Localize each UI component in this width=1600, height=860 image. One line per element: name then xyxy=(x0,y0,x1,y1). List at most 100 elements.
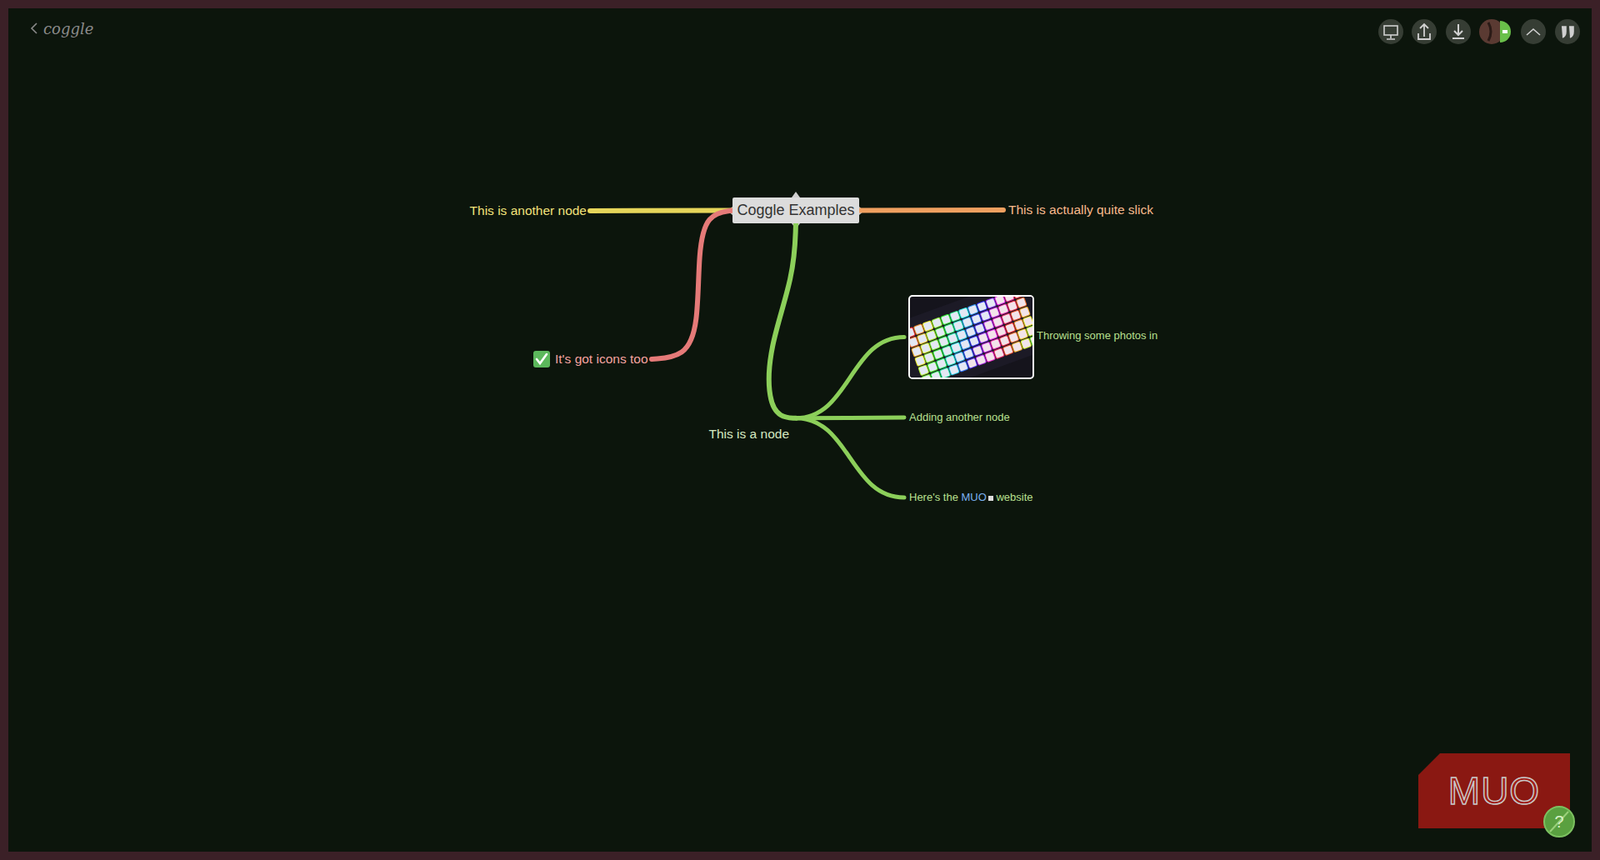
help-symbol: ? xyxy=(1544,806,1575,837)
keyboard-key xyxy=(984,320,995,330)
presence-indicator xyxy=(1500,20,1511,43)
keyboard-key xyxy=(980,310,991,321)
key-backlight xyxy=(1015,296,1028,309)
keyboard-key xyxy=(930,371,941,378)
keyboard-key xyxy=(1030,335,1033,346)
root-handle xyxy=(791,191,800,198)
keyboard-key xyxy=(914,324,925,335)
keyboard-key xyxy=(945,355,956,366)
link-text: MUO xyxy=(958,490,994,504)
branch-topic: This is actually quite slick xyxy=(1003,200,1162,220)
branch-line xyxy=(651,210,733,360)
keyboard-key xyxy=(1003,345,1014,355)
keyboard-photo xyxy=(885,272,1060,399)
keyboard-key xyxy=(1004,296,1015,302)
keyboard-key xyxy=(930,340,940,350)
keyboard-key xyxy=(1021,339,1032,350)
app-logo: coggle xyxy=(43,17,110,40)
keyboard-key xyxy=(964,349,975,360)
branch-line xyxy=(590,208,733,215)
keyboard-key xyxy=(978,333,989,344)
presence-indicator xyxy=(1502,30,1508,34)
keyboard-key xyxy=(972,345,983,356)
keyboard-key xyxy=(940,368,950,378)
keyboard-key xyxy=(942,345,953,356)
branch-topic: It's got icons too xyxy=(551,349,652,370)
keyboard-key xyxy=(996,326,1007,337)
check-mark xyxy=(536,354,547,364)
present-icon xyxy=(1386,35,1395,40)
keyboard-key xyxy=(968,305,979,315)
topic-text: Adding another node xyxy=(909,410,1010,425)
branch-line xyxy=(795,337,905,419)
user-avatar xyxy=(1488,22,1491,41)
branch-topic: This is a node xyxy=(706,416,796,447)
keyboard-key xyxy=(971,314,982,325)
branch-topic: This is another node xyxy=(463,200,590,221)
keyboard-key xyxy=(981,342,992,353)
keyboard-key xyxy=(995,296,1005,305)
keyboard-key xyxy=(910,337,919,348)
keyboard-key xyxy=(993,317,1004,328)
keyboard-key xyxy=(936,359,947,370)
branch-line xyxy=(769,223,796,419)
toolbar-button xyxy=(1555,19,1580,45)
keyboard-body xyxy=(910,296,1033,378)
keyboard-key xyxy=(924,352,935,363)
toolbar xyxy=(1378,19,1580,45)
keyboard-key xyxy=(1000,335,1010,346)
keyboard-key xyxy=(990,339,1001,350)
collapse-icon xyxy=(1526,29,1540,35)
keyboard-key xyxy=(944,324,955,335)
keyboard-key xyxy=(1014,320,1025,330)
sub-topic: Here's the MUO website xyxy=(904,488,1046,507)
branch-line xyxy=(795,418,905,498)
keyboard-key xyxy=(915,355,925,366)
keyboard-key xyxy=(922,375,933,378)
topic-text: It's got icons too xyxy=(555,351,649,368)
keyboard-key xyxy=(955,352,965,363)
topic-text: Here's the MUO website xyxy=(909,490,1034,505)
keyboard-key xyxy=(967,358,978,369)
image-topic: Throwing some photos in xyxy=(904,294,1188,380)
keyboard-key xyxy=(990,307,1000,318)
word: website xyxy=(993,490,1034,504)
toolbar-button xyxy=(1411,19,1437,45)
keyboard-key xyxy=(965,326,976,337)
share-icon xyxy=(1418,24,1430,40)
check-icon xyxy=(533,350,550,368)
toolbar-button xyxy=(1520,19,1546,45)
keyboard-key xyxy=(956,330,967,340)
keyboard-key xyxy=(949,365,960,375)
branch-line xyxy=(859,207,1004,214)
topic-text: This is a node xyxy=(709,426,790,443)
topic-text: Coggle Examples xyxy=(736,201,855,220)
topic-text: Throwing some photos in xyxy=(1036,329,1158,343)
check-box xyxy=(533,350,550,368)
back-chevron xyxy=(31,23,37,34)
keyboard-key xyxy=(948,333,959,344)
keyboard-key xyxy=(987,330,998,340)
keyboard-key xyxy=(911,346,922,357)
keyboard-key xyxy=(1013,296,1024,299)
keyboard-key xyxy=(985,351,995,362)
keyboard-key xyxy=(1023,316,1033,327)
central-topic: Coggle Examples xyxy=(732,197,860,224)
help-button xyxy=(1544,806,1575,837)
keyboard-key xyxy=(932,318,943,329)
keyboard-key xyxy=(994,348,1005,359)
keyboard-key xyxy=(998,304,1009,315)
keyboard-key xyxy=(935,327,946,338)
comments-icon xyxy=(1561,26,1574,38)
keyboard-key xyxy=(1009,332,1020,343)
keyboard-key xyxy=(910,327,915,338)
keyboard-key xyxy=(1010,310,1021,321)
keyboard-key xyxy=(1017,329,1028,340)
toolbar-button xyxy=(1378,19,1404,45)
keyboard-key xyxy=(917,334,928,345)
key-backlight xyxy=(1022,315,1033,328)
canvas-background xyxy=(8,8,1592,852)
